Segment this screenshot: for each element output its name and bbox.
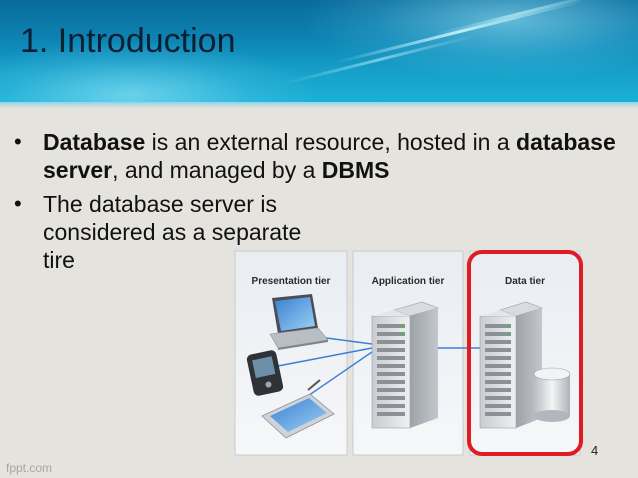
bullet-text: The database server is considered as a s…: [43, 191, 302, 273]
bullet-item-server-tier: • The database server is considered as a…: [0, 190, 630, 274]
tier-label: Presentation tier: [252, 276, 331, 287]
bullet-list: • Database is an external resource, host…: [0, 128, 630, 280]
banner-edge: [0, 102, 638, 108]
slide-title: 1. Introduction: [20, 22, 236, 60]
footer-watermark: fppt.com: [6, 461, 53, 475]
laptop-icon: [269, 294, 329, 350]
tier-label: Data tier: [505, 276, 545, 287]
page-number: 4: [591, 443, 599, 458]
bullet-dot: •: [14, 129, 22, 154]
three-tier-diagram: Presentation tier Application tier Data …: [234, 250, 583, 456]
tier-label: Application tier: [372, 276, 445, 287]
database-server-icon: [479, 301, 543, 429]
bullet-text-bold: database server: [43, 129, 616, 183]
bullet-dot: •: [14, 191, 22, 216]
bullet-text: is an external resource, hosted in a: [145, 129, 517, 155]
bullet-text-bold: DBMS: [321, 157, 390, 183]
data-tier-highlight: [467, 250, 583, 456]
tablet-icon: [261, 379, 335, 439]
application-server-icon: [371, 301, 439, 429]
database-cylinder-icon: [533, 367, 571, 422]
bullet-text-bold: Database: [43, 129, 146, 155]
pda-icon: [246, 350, 284, 396]
bullet-text: , and managed by a: [112, 157, 322, 183]
title-banner: 1. Introduction: [0, 0, 638, 102]
bullet-item-database: • Database is an external resource, host…: [0, 128, 630, 184]
